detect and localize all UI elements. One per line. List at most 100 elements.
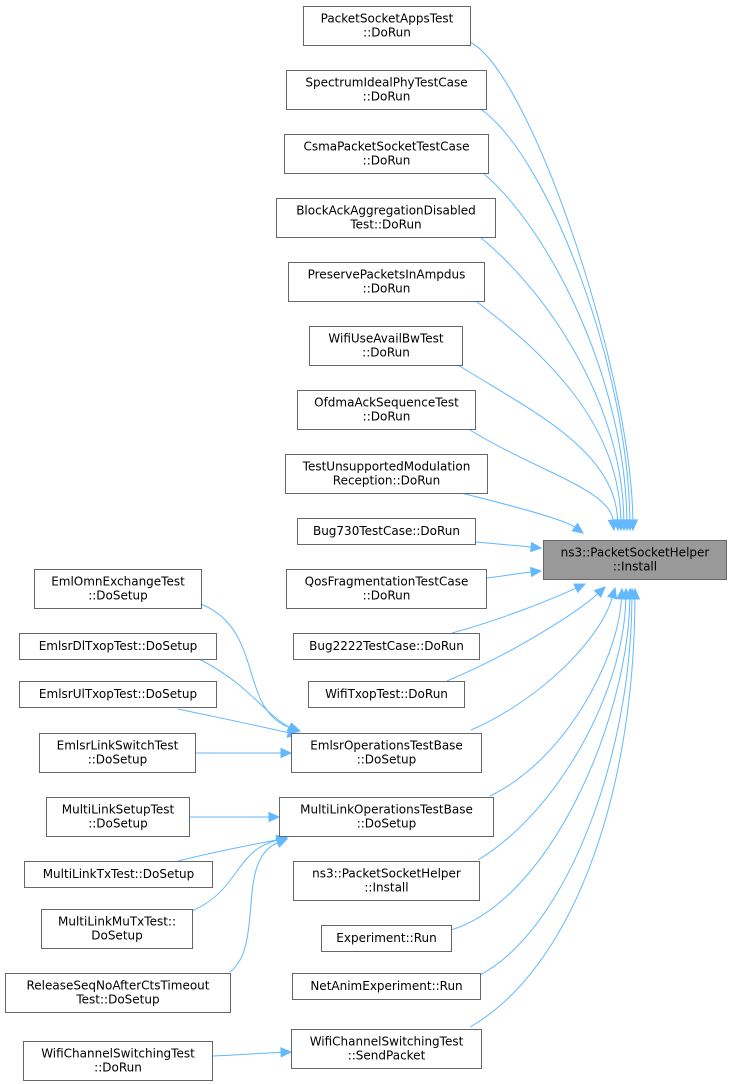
node-label-line: SpectrumIdealPhyTestCase [305,76,467,90]
caller-node[interactable]: EmlOmnExchangeTest::DoSetup [34,569,202,609]
node-label-line: MultiLinkSetupTest [62,803,175,817]
node-label-line: Bug2222TestCase::DoRun [309,639,464,653]
caller-node[interactable]: MultiLinkMuTxTest::DoSetup [41,909,193,949]
caller-node[interactable]: WifiUseAvailBwTest::DoRun [309,326,463,366]
node-label-line: OfdmaAckSequenceTest [314,396,459,410]
caller-node[interactable]: PacketSocketAppsTest::DoRun [303,6,471,46]
edge-line [483,173,628,521]
edge-line [456,491,576,528]
node-label-line: ::DoRun [363,589,411,603]
node-label-line: PacketSocketAppsTest [321,12,454,26]
edges-layer [177,41,641,1058]
caller-node[interactable]: MultiLinkSetupTest::DoSetup [46,797,190,837]
node-box [309,326,463,366]
caller-node[interactable]: EmlsrLinkSwitchTest::DoSetup [39,733,196,773]
edge-n14-to-target [489,587,627,797]
node-label-line: ::DoSetup [357,817,417,831]
node-label-line: ::DoSetup [88,589,148,603]
node-box [286,70,487,110]
arrowhead-icon [530,566,543,578]
node-label-line: Test::DoRun [349,218,421,232]
arrowhead-icon [280,747,293,759]
node-label-line: ::DoRun [94,1061,142,1075]
target-node[interactable]: ns3::PacketSocketHelper::Install [543,540,727,580]
edge-line [489,598,622,797]
caller-node[interactable]: TestUnsupportedModulationReception::DoRu… [285,454,488,494]
node-box [23,1041,213,1081]
node-label-line: Test::DoSetup [75,993,159,1007]
caller-node[interactable]: NetAnimExperiment::Run [292,973,481,1000]
nodes-layer: PacketSocketAppsTest::DoRunSpectrumIdeal… [5,6,727,1081]
node-label-line: CsmaPacketSocketTestCase [303,140,469,154]
caller-node[interactable]: Bug730TestCase::DoRun [297,518,476,545]
caller-node[interactable]: OfdmaAckSequenceTest::DoRun [297,390,476,430]
node-label-line: MultiLinkMuTxTest:: [58,915,176,929]
edge-n6-to-target [457,364,623,532]
edge-line [470,597,613,731]
arrowhead-icon [280,1047,293,1058]
node-label-line: PreservePacketsInAmpdus [308,268,466,282]
caller-node[interactable]: Experiment::Run [321,925,452,952]
node-label-line: QosFragmentationTestCase [305,575,469,589]
edge-l6-to-n14 [177,834,289,862]
arrowhead-icon [530,541,543,553]
caller-node[interactable]: WifiChannelSwitchingTest::DoRun [23,1041,213,1081]
edge-line [451,587,577,634]
node-label-line: ::Install [364,881,408,895]
node-box [308,681,465,708]
node-box [288,262,485,302]
node-box [297,518,476,545]
node-label-line: ::DoRun [363,154,411,168]
edge-line [198,658,290,728]
arrowhead-icon [607,586,618,600]
node-box [291,733,482,773]
node-label-line: WifiChannelSwitchingTest [310,1035,464,1049]
node-label-line: ::DoSetup [357,753,417,767]
node-box [285,454,488,494]
caller-node[interactable]: Bug2222TestCase::DoRun [293,633,480,660]
node-label-line: ::SendPacket [348,1049,426,1063]
node-box [46,797,190,837]
arrowhead-icon [607,519,619,532]
edge-n7-to-target [469,429,619,532]
caller-node[interactable]: WifiTxopTest::DoRun [308,681,465,708]
node-label-line: DoSetup [91,929,143,943]
node-label-line: Experiment::Run [336,931,436,945]
node-label-line: MultiLinkOperationsTestBase [300,803,473,817]
arrowhead-icon [573,583,587,594]
node-box [286,569,487,609]
caller-node[interactable]: MultiLinkOperationsTestBase::DoSetup [279,797,494,837]
node-label-line: MultiLinkTxTest::DoSetup [43,867,195,881]
caller-node[interactable]: EmlsrDlTxopTest::DoSetup [19,633,217,660]
caller-node[interactable]: PreservePacketsInAmpdus::DoRun [288,262,485,302]
caller-node[interactable]: QosFragmentationTestCase::DoRun [286,569,487,609]
caller-node[interactable]: SpectrumIdealPhyTestCase::DoRun [286,70,487,110]
edge-n18-to-target [469,587,641,1028]
node-label-line: Reception::DoRun [333,474,440,488]
node-box [284,134,489,174]
edge-l8-to-n14 [229,838,289,973]
caller-node[interactable]: ns3::PacketSocketHelper::Install [293,861,480,901]
node-label-line: ns3::PacketSocketHelper [561,546,710,560]
edge-n1-to-target [469,41,639,532]
caller-node[interactable]: WifiChannelSwitchingTest::SendPacket [291,1029,482,1069]
node-box [321,925,452,952]
node-label-line: ::DoRun [362,346,410,360]
caller-node[interactable]: CsmaPacketSocketTestCase::DoRun [284,134,489,174]
edge-l4-to-n13 [195,747,293,759]
node-label-line: ReleaseSeqNoAfterCtsTimeout [27,979,210,993]
arrowhead-icon [571,522,584,534]
node-label-line: EmlsrDlTxopTest::DoSetup [39,639,198,653]
caller-node[interactable]: EmlsrOperationsTestBase::DoSetup [291,733,482,773]
node-label-line: ns3::PacketSocketHelper [312,867,461,881]
node-label-line: ::DoRun [363,410,411,424]
caller-node[interactable]: EmlsrUlTxopTest::DoSetup [19,681,217,708]
arrowhead-icon [268,811,281,823]
node-box [291,1029,482,1069]
caller-node[interactable]: MultiLinkTxTest::DoSetup [24,861,213,888]
edge-n9-to-target [474,541,543,553]
edge-n8-to-target [456,491,584,534]
